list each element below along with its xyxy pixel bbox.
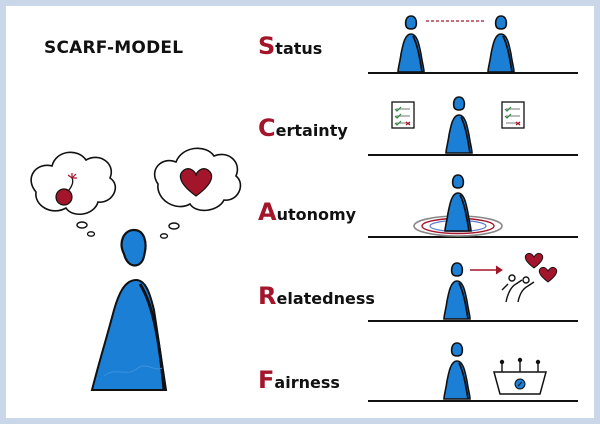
person-icon: [90, 228, 168, 391]
row-label-status: Status: [258, 32, 322, 60]
page-title: SCARF-MODEL: [44, 38, 184, 58]
main-figure-illustration: [30, 147, 242, 391]
row-divider: [368, 236, 578, 238]
row-icons: [391, 15, 558, 400]
row-label-rest: elatedness: [276, 289, 375, 308]
row-label-relatedness: Relatedness: [258, 282, 375, 310]
row-label-autonomy: Autonomy: [258, 198, 356, 226]
row-label-rest: tatus: [275, 39, 323, 58]
checklist-icon: [391, 101, 415, 129]
row-label-certainty: Certainty: [258, 114, 348, 142]
row-initial: A: [258, 198, 277, 226]
row-initial: C: [258, 114, 276, 142]
row-label-rest: ertainty: [275, 121, 348, 140]
two-people-dashed-line-icon: [397, 15, 515, 73]
heart-icon: [538, 266, 558, 283]
person-in-circles-icon: [413, 174, 503, 237]
person-arrow-group-hearts-icon: [443, 252, 558, 320]
thought-bubble-right: [153, 147, 242, 239]
person-with-checklists-icon: [391, 96, 525, 154]
row-initial: S: [258, 32, 276, 60]
row-initial: R: [258, 282, 277, 310]
row-divider: [368, 400, 578, 402]
thought-bubble-left: [30, 151, 116, 237]
checklist-icon: [501, 101, 525, 129]
row-label-fairness: Fairness: [258, 366, 340, 394]
person-scale-icon: [443, 342, 547, 400]
row-divider: [368, 320, 578, 322]
group-icon: [501, 274, 535, 303]
row-divider: [368, 72, 578, 74]
heart-icon: [179, 168, 213, 197]
heart-icon: [524, 252, 544, 269]
row-label-rest: airness: [274, 373, 340, 392]
row-initial: F: [258, 366, 275, 394]
row-label-rest: utonomy: [276, 205, 357, 224]
row-divider: [368, 154, 578, 156]
bomb-icon: [55, 173, 77, 206]
scale-icon: [493, 357, 547, 395]
canvas: SCARF-MODEL Stat: [6, 6, 594, 418]
